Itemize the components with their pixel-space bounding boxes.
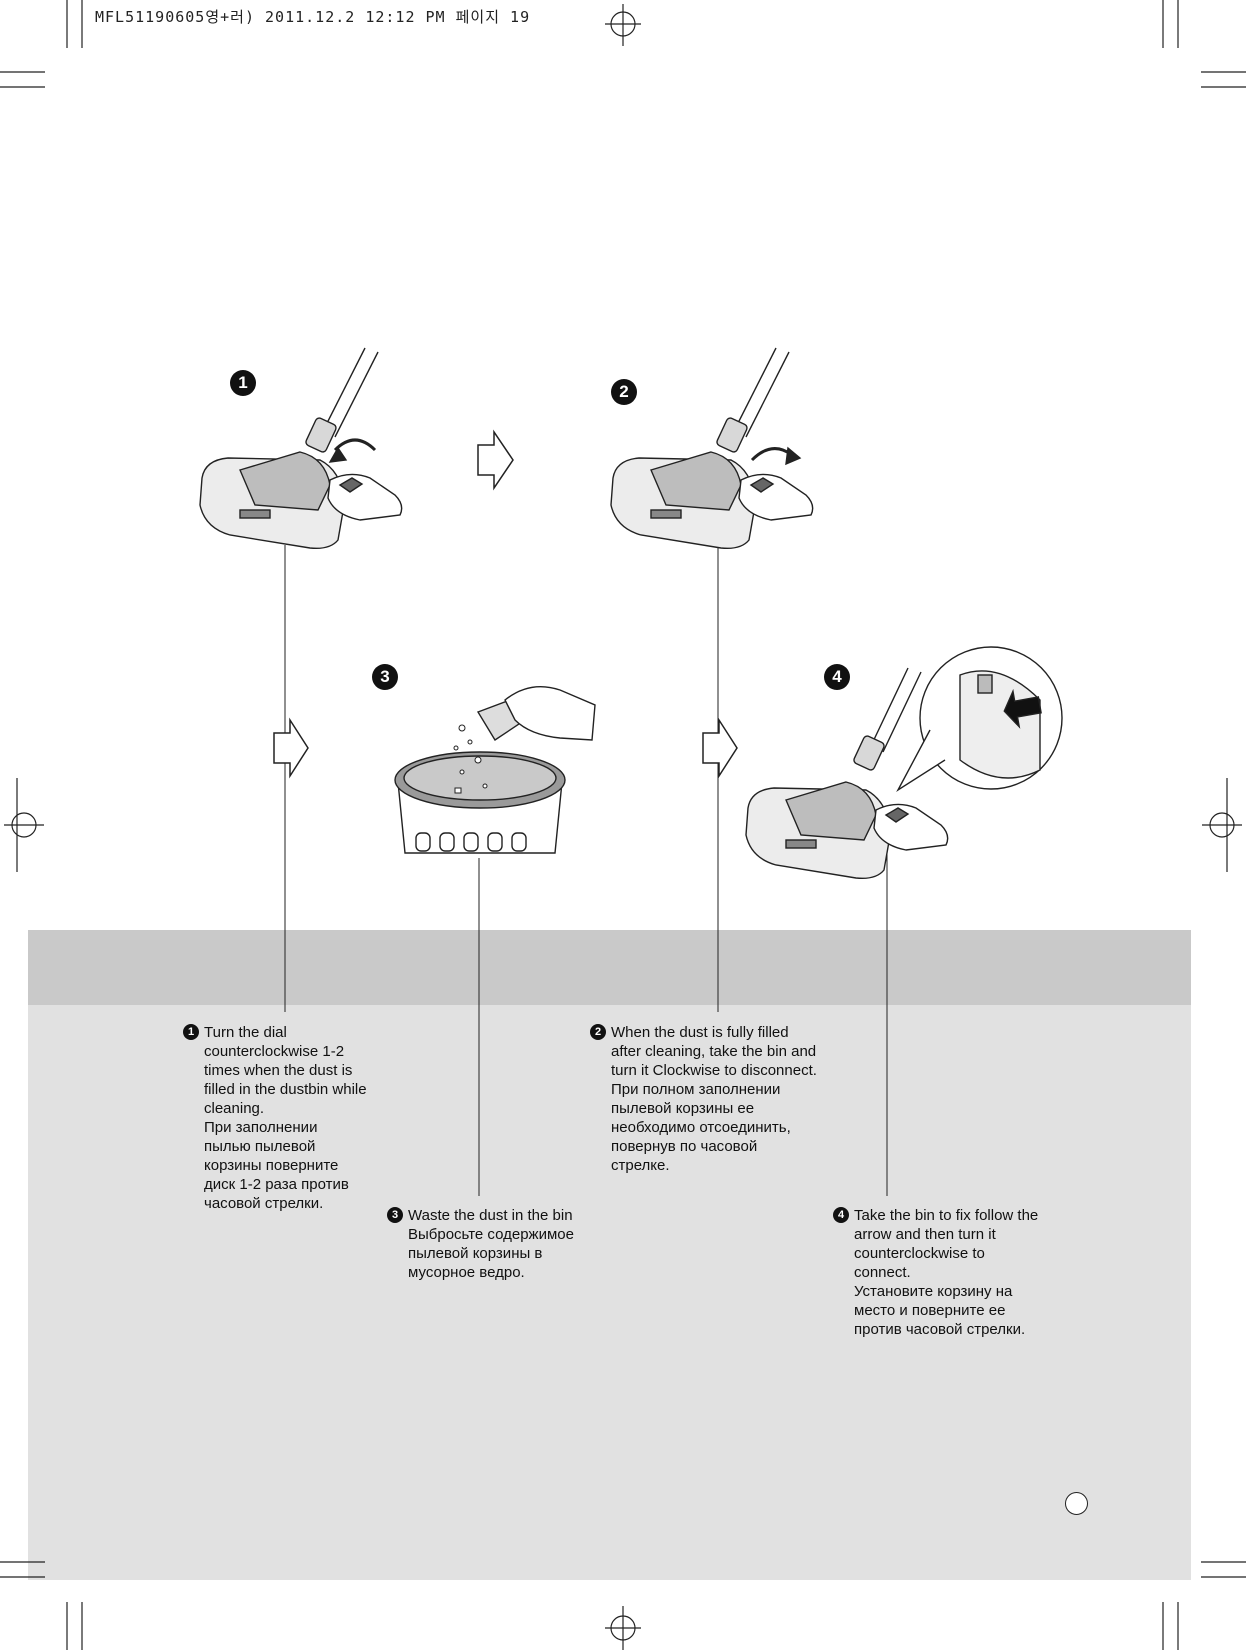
page-number-circle bbox=[1065, 1492, 1088, 1515]
step-1-ru-line: пылью пылевой bbox=[204, 1138, 316, 1155]
step-4-ru-line: против часовой стрелки. bbox=[854, 1321, 1026, 1338]
step-2-text: 2 When the dust is fully filled after cl… bbox=[590, 1023, 860, 1175]
step-3-en-line: Waste the dust in the bin bbox=[408, 1207, 573, 1224]
arrow-left-icon bbox=[1003, 688, 1042, 729]
step-2-ru-line: стрелке. bbox=[611, 1157, 670, 1174]
step-4-ru-line: Установите корзину на bbox=[854, 1283, 1013, 1300]
step-4-en-line: counterclockwise to bbox=[854, 1245, 985, 1262]
step-1-en-line: counterclockwise 1-2 bbox=[204, 1043, 345, 1060]
arrow-right-icon bbox=[477, 429, 514, 491]
step-2-ru-line: При полном заполнении bbox=[611, 1081, 781, 1098]
step-number: 2 bbox=[590, 1024, 606, 1040]
step-1-badge: 1 bbox=[230, 370, 256, 396]
trash-bin-illustration bbox=[394, 686, 596, 854]
nozzle-step4-illustration bbox=[745, 646, 1063, 880]
print-header: MFL51190605영+러) 2011.12.2 12:12 PM 페이지 1… bbox=[95, 8, 531, 26]
step-2-en-line: When the dust is fully filled bbox=[611, 1024, 789, 1041]
step-4-text: 4 Take the bin to fix follow the arrow a… bbox=[833, 1206, 1093, 1339]
step-1-en-line: filled in the dustbin while bbox=[204, 1081, 367, 1098]
step-1-ru-line: корзины поверните bbox=[204, 1157, 339, 1174]
content-band bbox=[28, 1005, 1191, 1580]
step-3-ru-line: пылевой корзины в bbox=[408, 1245, 543, 1262]
step-3-text: 3 Waste the dust in the bin Выбросьте со… bbox=[387, 1206, 617, 1282]
leader-lines bbox=[284, 545, 888, 1196]
step-1-en-line: times when the dust is bbox=[204, 1062, 353, 1079]
step-4-ru-line: место и поверните ее bbox=[854, 1302, 1006, 1319]
step-4-badge: 4 bbox=[824, 664, 850, 690]
step-2-badge: 2 bbox=[611, 379, 637, 405]
step-1-ru-line: При заполнении bbox=[204, 1119, 318, 1136]
step-2-en-line: turn it Clockwise to disconnect. bbox=[611, 1062, 817, 1079]
step-4-en-line: connect. bbox=[854, 1264, 911, 1281]
nozzle-step2-illustration bbox=[610, 347, 814, 550]
step-4-en-line: arrow and then turn it bbox=[854, 1226, 996, 1243]
arrow-right-icon bbox=[273, 717, 309, 779]
step-3-ru-line: Выбросьте содержимое bbox=[408, 1226, 574, 1243]
step-4-en-line: Take the bin to fix follow the bbox=[854, 1207, 1039, 1224]
step-1-ru-line: диск 1-2 раза против bbox=[204, 1176, 349, 1193]
nozzle-step1-illustration bbox=[199, 347, 403, 550]
step-3-ru-line: мусорное ведро. bbox=[408, 1264, 525, 1281]
process-arrows bbox=[273, 429, 738, 779]
step-number: 3 bbox=[387, 1207, 403, 1223]
step-number: 1 bbox=[183, 1024, 199, 1040]
step-2-ru-line: пылевой корзины ее bbox=[611, 1100, 755, 1117]
step-1-ru-line: часовой стрелки. bbox=[204, 1195, 324, 1212]
step-1-en-line: cleaning. bbox=[204, 1100, 265, 1117]
step-2-ru-line: необходимо отсоединить, bbox=[611, 1119, 791, 1136]
step-2-en-line: after cleaning, take the bin and bbox=[611, 1043, 817, 1060]
arrow-right-icon bbox=[702, 717, 738, 779]
step-3-badge: 3 bbox=[372, 664, 398, 690]
step-number: 4 bbox=[833, 1207, 849, 1223]
header-band bbox=[28, 930, 1191, 1005]
step-1-text: 1 Turn the dial counterclockwise 1-2 tim… bbox=[183, 1023, 413, 1213]
step-1-en-line: Turn the dial bbox=[204, 1024, 287, 1041]
step-2-ru-line: повернув по часовой bbox=[611, 1138, 758, 1155]
